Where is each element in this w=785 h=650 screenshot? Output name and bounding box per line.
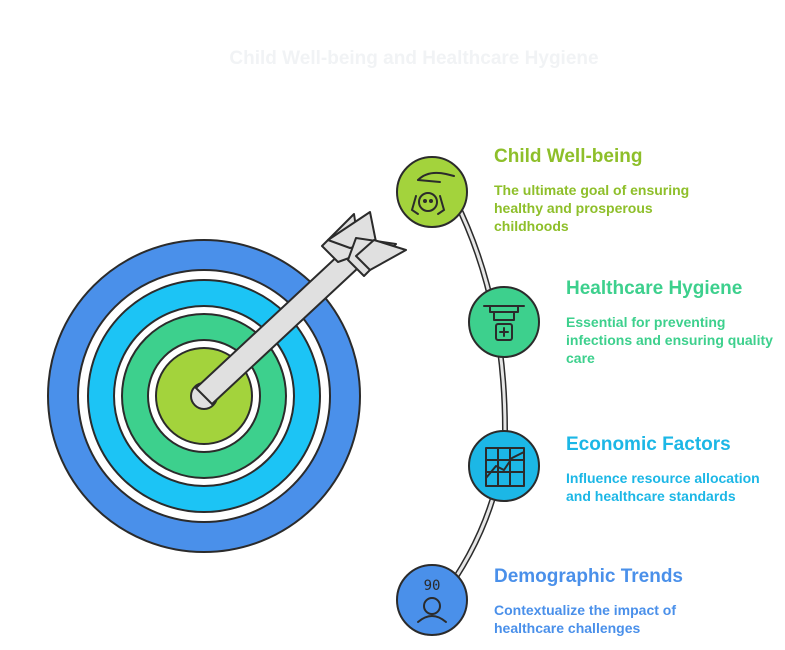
growth-chart-icon: [468, 430, 540, 502]
item-description: Essential for preventing infections and …: [566, 314, 773, 366]
list-item-economic-factors: Economic Factors Influence resource allo…: [566, 434, 781, 505]
hand-over-child-icon: [396, 156, 468, 228]
age-label: 90: [424, 578, 441, 594]
list-item-demographic-trends: Demographic Trends Contextualize the imp…: [494, 566, 724, 637]
medical-drone-icon: [468, 286, 540, 358]
item-description: Contextualize the impact of healthcare c…: [494, 602, 677, 636]
arrow-icon: [195, 211, 407, 405]
page-title: Child Well-being and Healthcare Hygiene: [229, 48, 599, 69]
list-item-healthcare-hygiene: Healthcare Hygiene Essential for prevent…: [566, 278, 781, 367]
item-heading: Demographic Trends: [494, 566, 683, 587]
item-description: The ultimate goal of ensuring healthy an…: [494, 182, 690, 234]
connector-arc: [437, 197, 509, 603]
item-heading: Child Well-being: [494, 146, 643, 167]
item-heading: Economic Factors: [566, 434, 731, 455]
list-item-child-wellbeing: Child Well-being The ultimate goal of en…: [494, 146, 724, 235]
item-description: Influence resource allocation and health…: [566, 470, 760, 504]
elderly-person-icon: 90: [396, 564, 468, 636]
item-heading: Healthcare Hygiene: [566, 278, 743, 299]
